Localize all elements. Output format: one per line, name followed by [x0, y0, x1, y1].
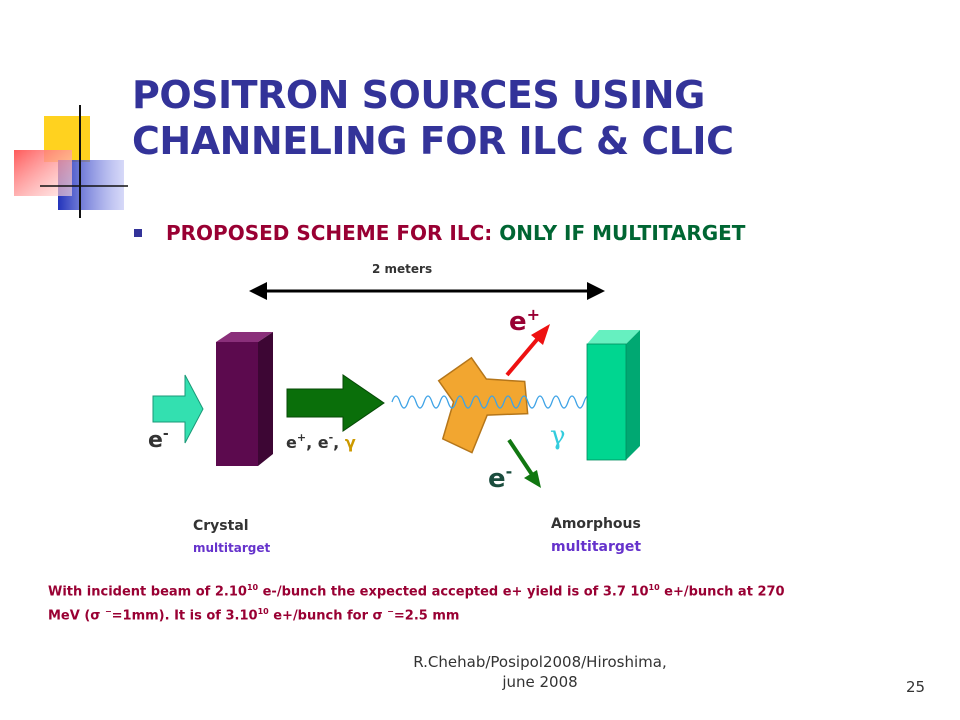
title-line-2: CHANNELING FOR ILC & CLIC	[132, 119, 734, 163]
slide-title: POSITRON SOURCES USING CHANNELING FOR IL…	[132, 72, 932, 164]
positron-label: e+	[509, 305, 540, 337]
mixed-beam-label: e+, e-, γ	[286, 431, 356, 452]
incident-beam-arrow	[152, 374, 204, 444]
incident-electron-label: e-	[148, 426, 169, 453]
amorphous-sublabel: multitarget	[551, 539, 642, 555]
bullet-lead-text: PROPOSED SCHEME FOR ILC:	[166, 221, 493, 245]
bullet-point: PROPOSED SCHEME FOR ILC: ONLY IF MULTITA…	[134, 219, 934, 247]
corner-decoration	[14, 105, 128, 218]
amorphous-target	[586, 330, 640, 461]
red-square	[14, 150, 72, 196]
crystal-label: Crystal	[193, 518, 249, 534]
bullet-emphasis-text: ONLY IF MULTITARGET	[499, 221, 746, 245]
electron-label: e-	[488, 462, 512, 494]
bullet-square-icon	[134, 228, 142, 237]
crystal-sublabel: multitarget	[193, 541, 271, 555]
yield-note: With incident beam of 2.1010 e-/bunch th…	[48, 583, 785, 624]
amorphous-label: Amorphous	[551, 516, 641, 532]
electron-arrow	[507, 438, 541, 488]
title-line-1: POSITRON SOURCES USING	[132, 73, 705, 117]
footer-credit: R.Chehab/Posipol2008/Hiroshima, june 200…	[413, 653, 667, 691]
distance-label: 2 meters	[372, 262, 433, 276]
gamma-label: γ	[550, 421, 566, 451]
positron-arrow	[505, 324, 550, 377]
gamma-wave	[391, 395, 593, 409]
mixed-beam-arrow	[286, 374, 385, 432]
crystal-target	[216, 332, 273, 466]
page-number: 25	[906, 678, 926, 696]
separator-magnet	[437, 356, 529, 454]
